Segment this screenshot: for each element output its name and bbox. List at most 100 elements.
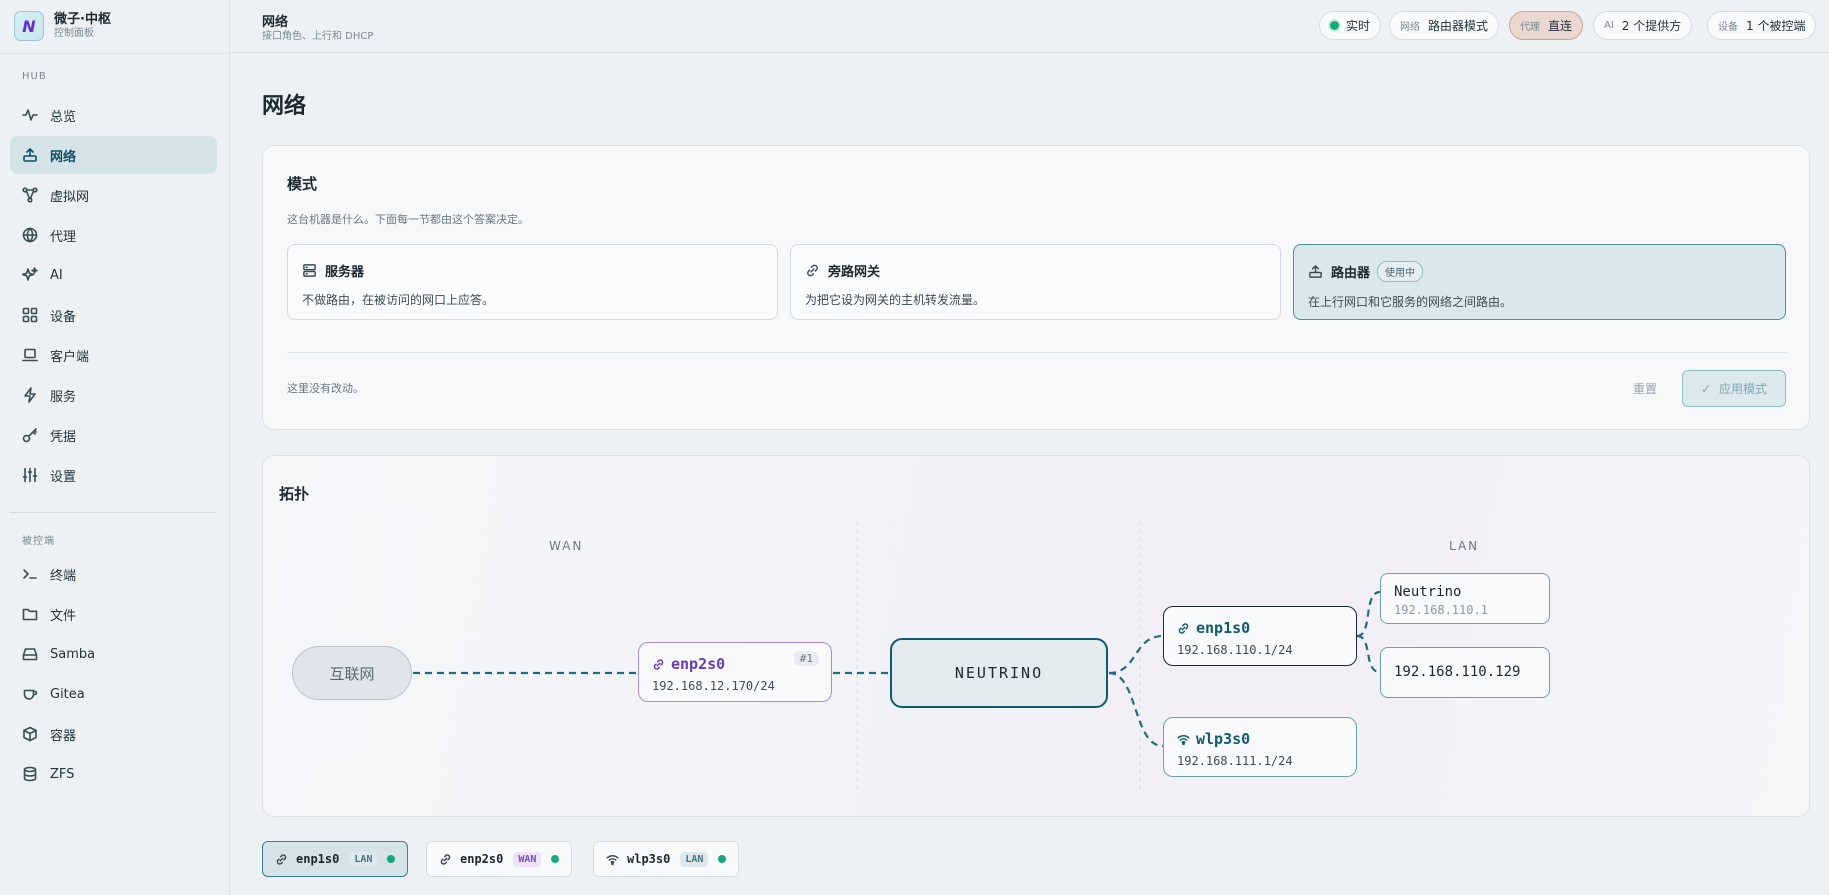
interface-tab-enp1s0[interactable]: enp1s0 LAN [262,841,409,877]
link-enp1s0-client1 [1356,590,1381,638]
section-managed-label: 被控端 [22,536,55,547]
drive-icon [22,648,38,661]
mode-option-title: 服务器 [325,265,365,280]
terminal-icon [23,569,37,579]
sidebar-item-files[interactable]: 文件 [10,595,217,633]
link-icon [653,658,664,670]
sidebar-item-devices[interactable]: 设备 [10,296,217,334]
globe-icon [22,227,38,243]
wifi-icon [1177,734,1190,745]
topbar: 网络 接口角色、上行和 DHCP 实时 网络 路由器模式 代理 直连 AI 2 … [231,0,1829,53]
sidebar-item-overview[interactable]: 总览 [10,96,217,134]
brand[interactable]: N 微子·中枢 控制面板 [14,11,111,41]
client-ip: 192.168.110.1 [1394,603,1488,617]
sidebar-divider [10,512,217,513]
status-dot-icon [718,855,727,863]
server-icon [303,264,316,277]
link-icon [276,853,287,865]
iface-tab-name: wlp3s0 [627,852,671,866]
role-tag: WAN [513,851,542,867]
iface-tab-name: enp2s0 [460,852,504,866]
sidebar-item-label: 文件 [50,608,77,624]
folder-icon [22,608,38,621]
interface-tab-enp2s0[interactable]: enp2s0 WAN [426,841,573,877]
lan-interface-node[interactable]: wlp3s0 192.168.111.1/24 [1163,717,1357,777]
box-icon [23,726,37,742]
iface-tab-name: enp1s0 [296,852,340,866]
sidebar-item-label: ZFS [50,766,75,782]
client-name: Neutrino [1394,584,1462,600]
client-node[interactable]: 192.168.110.129 [1380,647,1550,698]
link-core-wlp3s0 [1108,671,1164,748]
ai-pill[interactable]: AI 2 个提供方 [1593,11,1693,40]
no-change-text: 这里没有改动。 [287,382,364,395]
proxy-pill[interactable]: 代理 直连 [1509,11,1584,40]
live-status-pill[interactable]: 实时 [1319,11,1382,40]
role-tag: LAN [349,851,378,867]
iface-ip: 192.168.12.170/24 [652,679,775,693]
page-title: 网络 [262,94,307,119]
sidebar-item-label: 凭据 [50,429,77,445]
sidebar-item-terminal[interactable]: 终端 [10,555,217,593]
sidebar-item-label: Gitea [50,686,85,702]
mode-option-bypass-gateway[interactable]: 旁路网关 为把它设为网关的主机转发流量。 [790,244,1281,320]
sidebar-item-network[interactable]: 网络 [10,136,217,174]
sidebar-item-zfs[interactable]: ZFS [10,755,217,793]
link-icon [440,853,451,865]
status-dot-icon [551,855,560,863]
sidebar-item-ai[interactable]: AI [10,256,217,294]
iface-name: wlp3s0 [1196,730,1251,748]
core-host-node[interactable]: NEUTRINO [890,638,1108,708]
internet-node[interactable]: 互联网 [292,646,412,700]
iface-ip: 192.168.110.1/24 [1177,643,1293,657]
pill-value: 1 个被控端 [1746,19,1806,33]
pill-value: 直连 [1548,19,1573,33]
mode-title: 模式 [287,175,318,193]
sidebar-item-credentials[interactable]: 凭据 [10,416,217,454]
pill-value: 路由器模式 [1428,19,1489,33]
laptop-icon [22,348,38,362]
bolt-icon [24,387,36,403]
interface-tab-wlp3s0[interactable]: wlp3s0 LAN [593,841,740,877]
sidebar-item-mesh[interactable]: 虚拟网 [10,176,217,214]
sidebar-item-proxy[interactable]: 代理 [10,216,217,254]
mode-option-router[interactable]: 路由器 使用中 在上行网口和它服务的网络之间路由。 [1293,244,1786,320]
iface-ip: 192.168.111.1/24 [1177,754,1293,768]
lan-interface-node[interactable]: enp1s0 192.168.110.1/24 [1163,606,1357,666]
sidebar-item-label: 服务 [50,389,77,405]
lan-column-label: LAN [1449,539,1480,553]
sidebar-item-clients[interactable]: 客户端 [10,336,217,374]
sidebar-item-containers[interactable]: 容器 [10,715,217,753]
sidebar-item-label: 设置 [50,469,77,485]
pill-key: 网络 [1400,22,1420,33]
sidebar-item-label: 客户端 [50,349,90,365]
mode-description: 这台机器是什么。下面每一节都由这个答案决定。 [287,213,529,226]
pill-key: 代理 [1520,22,1540,33]
sidebar-item-settings[interactable]: 设置 [10,456,217,494]
network-icon [23,148,37,162]
sidebar-item-samba[interactable]: Samba [10,635,217,673]
brand-divider [0,53,230,54]
topology-title: 拓扑 [279,485,310,503]
sliders-icon [22,467,38,483]
devices-pill[interactable]: 设备 1 个被控端 [1707,11,1817,40]
client-node[interactable]: Neutrino 192.168.110.1 [1380,573,1550,624]
role-tag: LAN [680,851,709,867]
status-dot-icon [387,855,396,863]
topbar-title: 网络 [262,15,289,30]
reset-button[interactable]: 重置 [1633,382,1658,396]
mode-option-server[interactable]: 服务器 不做路由，在被访问的网口上应答。 [287,244,778,320]
mode-option-desc: 不做路由，在被访问的网口上应答。 [302,293,495,307]
wan-interface-node[interactable]: enp2s0 #1 192.168.12.170/24 [638,642,832,702]
link-core-enp1s0 [1108,634,1164,675]
apply-mode-button[interactable]: ✓ 应用模式 [1682,370,1786,407]
sidebar-item-gitea[interactable]: Gitea [10,675,217,713]
network-mode-pill[interactable]: 网络 路由器模式 [1389,11,1500,40]
sparkle-icon [22,267,38,281]
pill-key: 设备 [1718,22,1738,33]
sidebar-item-services[interactable]: 服务 [10,376,217,414]
topbar-subtitle: 接口角色、上行和 DHCP [262,31,374,42]
pill-key: AI [1604,20,1614,31]
sidebar-item-label: 终端 [50,568,77,584]
pill-value: 2 个提供方 [1621,19,1682,33]
